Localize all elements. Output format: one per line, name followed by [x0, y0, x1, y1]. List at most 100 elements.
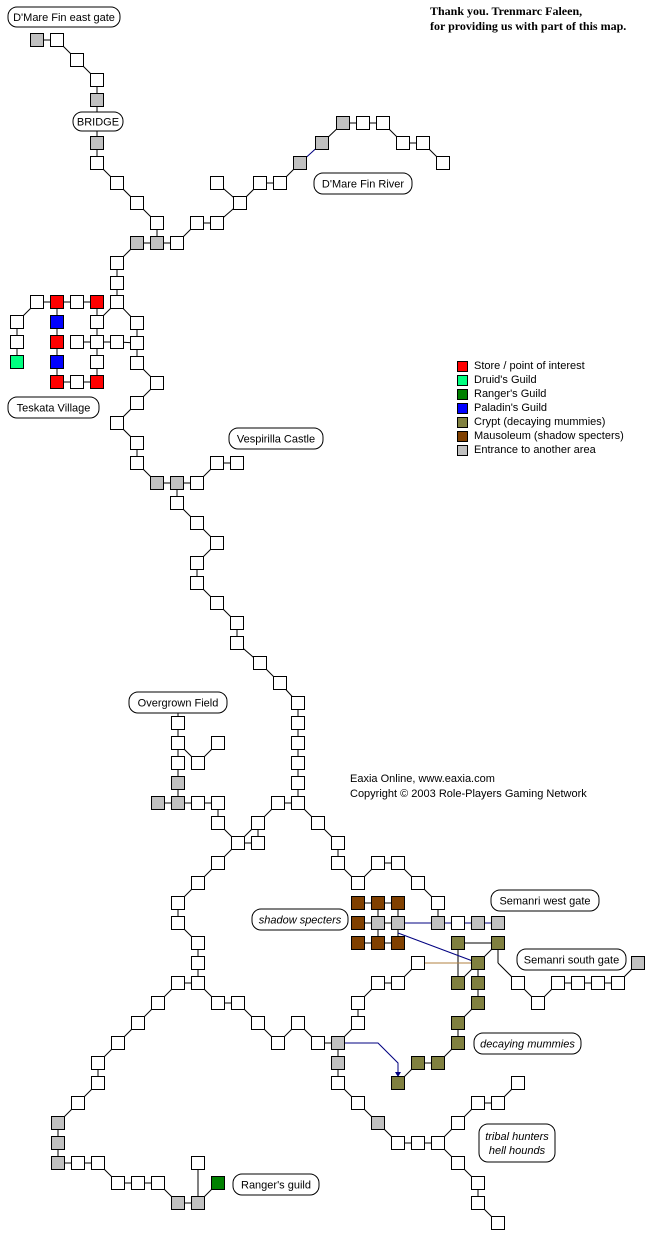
room[interactable] [71, 1156, 85, 1170]
room[interactable] [436, 156, 450, 170]
entrance-room[interactable] [471, 916, 485, 930]
room[interactable] [210, 536, 224, 550]
room[interactable] [331, 836, 345, 850]
room[interactable] [111, 1036, 125, 1050]
room[interactable] [591, 976, 605, 990]
room[interactable] [571, 976, 585, 990]
room[interactable] [211, 856, 225, 870]
room[interactable] [151, 996, 165, 1010]
mausoleum-room[interactable] [371, 896, 385, 910]
room[interactable] [273, 176, 287, 190]
crypt-room[interactable] [451, 1016, 465, 1030]
crypt-room[interactable] [411, 1056, 425, 1070]
room[interactable] [271, 1036, 285, 1050]
room[interactable] [291, 1016, 305, 1030]
room[interactable] [110, 416, 124, 430]
room[interactable] [191, 976, 205, 990]
room[interactable] [371, 976, 385, 990]
room[interactable] [391, 1136, 405, 1150]
room[interactable] [70, 295, 84, 309]
room[interactable] [210, 456, 224, 470]
room[interactable] [230, 616, 244, 630]
room[interactable] [131, 1016, 145, 1030]
druid-guild-room[interactable] [10, 355, 24, 369]
room[interactable] [130, 436, 144, 450]
room[interactable] [91, 1056, 105, 1070]
room[interactable] [90, 315, 104, 329]
room[interactable] [211, 816, 225, 830]
crypt-room[interactable] [471, 956, 485, 970]
room[interactable] [471, 1176, 485, 1190]
mausoleum-room[interactable] [391, 896, 405, 910]
mausoleum-room[interactable] [351, 916, 365, 930]
room[interactable] [131, 1176, 145, 1190]
entrance-room[interactable] [171, 1196, 185, 1210]
crypt-room[interactable] [471, 976, 485, 990]
entrance-room[interactable] [631, 956, 645, 970]
crypt-room[interactable] [451, 976, 465, 990]
room[interactable] [111, 1176, 125, 1190]
room[interactable] [411, 956, 425, 970]
store-room[interactable] [50, 335, 64, 349]
entrance-room[interactable] [90, 93, 104, 107]
room[interactable] [171, 976, 185, 990]
room[interactable] [491, 1216, 505, 1230]
room[interactable] [396, 136, 410, 150]
room[interactable] [171, 896, 185, 910]
room[interactable] [230, 636, 244, 650]
room[interactable] [291, 776, 305, 790]
room[interactable] [190, 576, 204, 590]
room[interactable] [110, 276, 124, 290]
store-room[interactable] [50, 295, 64, 309]
room[interactable] [150, 376, 164, 390]
room[interactable] [190, 556, 204, 570]
room[interactable] [511, 976, 525, 990]
room[interactable] [170, 496, 184, 510]
entrance-room[interactable] [191, 1196, 205, 1210]
room[interactable] [130, 196, 144, 210]
room[interactable] [191, 796, 205, 810]
room[interactable] [211, 996, 225, 1010]
room[interactable] [311, 1036, 325, 1050]
entrance-room[interactable] [30, 33, 44, 47]
room[interactable] [110, 176, 124, 190]
room[interactable] [371, 856, 385, 870]
room[interactable] [191, 936, 205, 950]
room[interactable] [611, 976, 625, 990]
crypt-room[interactable] [451, 1036, 465, 1050]
room[interactable] [210, 596, 224, 610]
mausoleum-room[interactable] [371, 936, 385, 950]
room[interactable] [90, 73, 104, 87]
room[interactable] [90, 156, 104, 170]
room[interactable] [291, 756, 305, 770]
room[interactable] [110, 335, 124, 349]
room[interactable] [191, 1156, 205, 1170]
crypt-room[interactable] [431, 1056, 445, 1070]
room[interactable] [170, 236, 184, 250]
room[interactable] [91, 1156, 105, 1170]
room[interactable] [251, 816, 265, 830]
entrance-room[interactable] [371, 916, 385, 930]
room[interactable] [130, 356, 144, 370]
room[interactable] [351, 1016, 365, 1030]
entrance-room[interactable] [90, 136, 104, 150]
room[interactable] [253, 656, 267, 670]
entrance-room[interactable] [51, 1156, 65, 1170]
room[interactable] [130, 336, 144, 350]
room[interactable] [491, 1096, 505, 1110]
room[interactable] [311, 816, 325, 830]
room[interactable] [190, 476, 204, 490]
crypt-room[interactable] [491, 936, 505, 950]
entrance-room[interactable] [130, 236, 144, 250]
store-room[interactable] [90, 375, 104, 389]
room[interactable] [171, 716, 185, 730]
room[interactable] [70, 375, 84, 389]
room[interactable] [471, 1196, 485, 1210]
entrance-room[interactable] [331, 1056, 345, 1070]
room[interactable] [70, 335, 84, 349]
room[interactable] [411, 1136, 425, 1150]
room[interactable] [291, 716, 305, 730]
room[interactable] [233, 196, 247, 210]
room[interactable] [211, 736, 225, 750]
room[interactable] [376, 116, 390, 130]
